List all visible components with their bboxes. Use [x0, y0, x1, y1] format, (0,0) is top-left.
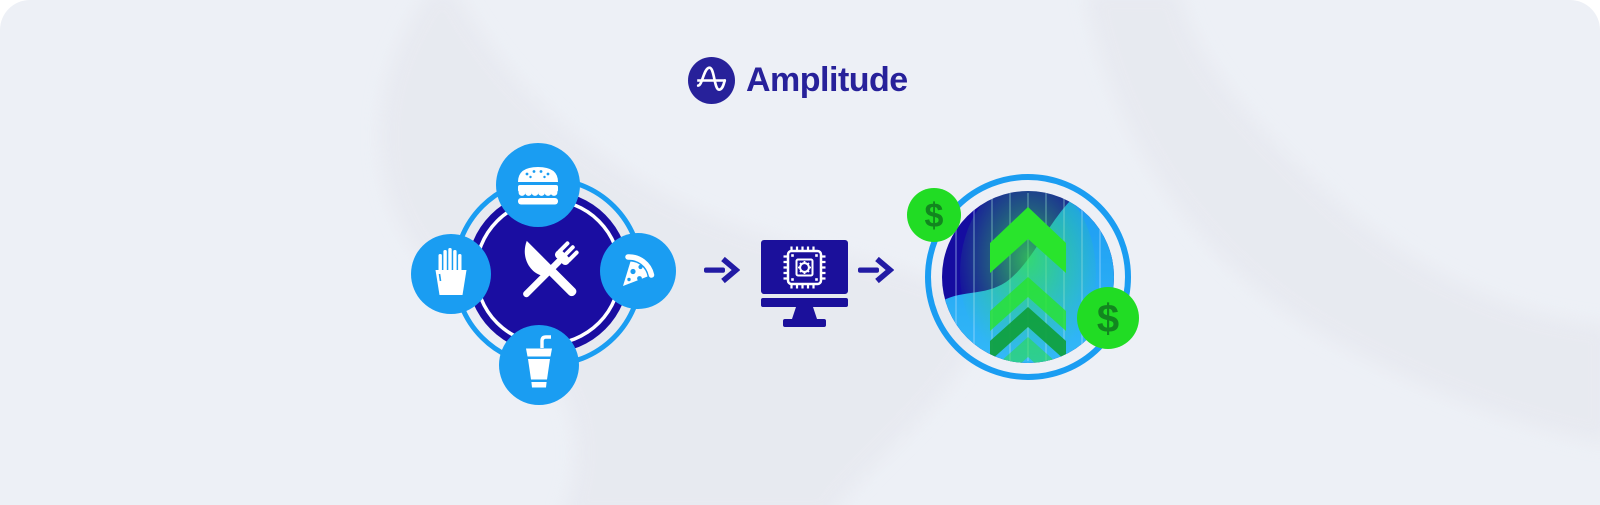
chip-corner-dots — [791, 254, 818, 281]
knife-icon — [524, 240, 577, 297]
drink-circle — [499, 325, 579, 405]
right-arrow-icon — [704, 256, 740, 284]
fries-circle — [411, 234, 491, 314]
dollar-coin: $ — [907, 188, 961, 242]
growth-arrow-icon — [990, 207, 1066, 363]
soft-drink-icon — [526, 335, 552, 388]
dollar-symbol: $ — [925, 197, 944, 235]
burger-icon — [518, 167, 558, 205]
dollar-symbol: $ — [1097, 297, 1119, 341]
left-swoosh — [379, 0, 978, 505]
french-fries-icon — [435, 248, 467, 295]
brand-name: Amplitude — [746, 61, 908, 99]
revenue-growth-circle: $ $ — [907, 174, 1139, 380]
pizza-slice-icon — [623, 254, 655, 286]
dollar-coin: $ — [1077, 287, 1139, 349]
brand-logo: Amplitude — [688, 57, 908, 104]
monitor-stand — [792, 307, 817, 319]
right-arrow-icon — [858, 256, 894, 284]
outer-ring — [925, 174, 1131, 380]
amplitude-wave-icon — [688, 57, 735, 104]
food-data-circle — [411, 143, 676, 405]
chip-icon — [783, 246, 826, 289]
crossed-fork-knife-icon — [523, 240, 579, 298]
monitor-screen — [761, 240, 848, 294]
right-swoosh — [1086, 0, 1600, 444]
monitor-with-chip-icon — [761, 240, 848, 327]
monitor-base — [783, 319, 826, 327]
pizza-circle — [600, 233, 676, 309]
burger-circle — [496, 143, 580, 227]
monitor-bezel — [761, 298, 848, 307]
